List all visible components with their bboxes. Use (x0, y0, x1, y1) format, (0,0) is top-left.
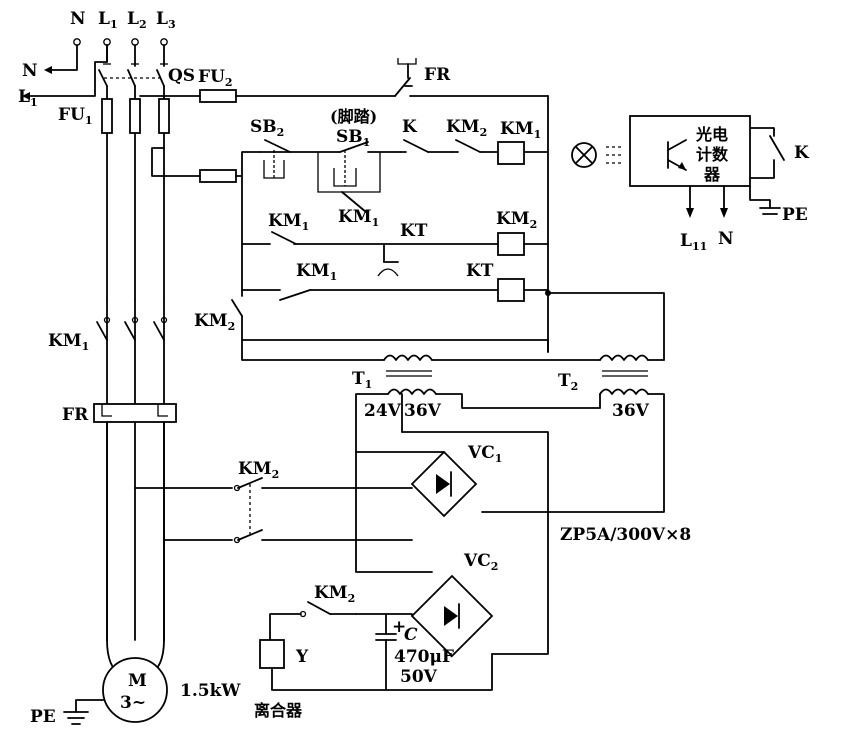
label-km1-nc: KM1 (268, 211, 309, 233)
label-cap-value: 470μF (394, 647, 454, 667)
fr-thermal (93, 403, 177, 423)
label-fr-top: FR (424, 65, 451, 85)
label-km1-no: KM1 (296, 261, 337, 283)
label-motor-m: M (128, 671, 147, 691)
clutch-circuit: KM2 Y + C 470μF 50V 离合器 (254, 583, 493, 720)
label-km2-side: KM2 (194, 311, 235, 333)
label-kt-contact: KT (400, 221, 428, 241)
label-l1: L1 (98, 9, 118, 31)
photo-counter: 光电 计数 器 K PE L11 N (571, 115, 810, 253)
label-cap-plus: + (392, 617, 406, 637)
label-km2-y: KM2 (314, 583, 355, 605)
label-motor-phase: 3~ (120, 693, 146, 713)
label-km1-hold: KM1 (338, 207, 379, 229)
label-l3: L3 (156, 9, 176, 31)
dc-brake-contacts: KM2 (134, 459, 413, 544)
label-pe-motor: PE (30, 707, 56, 727)
label-fu1: FU1 (58, 105, 93, 127)
control-circuit: FU2 FR SB2 (脚踏) SB1 KM1 (139, 58, 665, 361)
label-km2-nc: KM2 (446, 117, 487, 139)
qs-switch: QS (98, 44, 195, 87)
n-tap: N (22, 44, 78, 81)
label-km1-coil: KM1 (500, 119, 541, 141)
label-motor-kw: 1.5kW (180, 681, 241, 701)
rectifier-vc2: VC2 (410, 551, 498, 658)
label-n-counter: N (718, 229, 734, 249)
supply-terminals: N L1 L2 L3 (70, 9, 176, 46)
main-power: KM1 FR (48, 299, 177, 677)
label-counter-1: 光电 (695, 125, 728, 144)
label-fu2: FU2 (198, 67, 233, 89)
label-l11: L11 (680, 231, 707, 253)
label-pe-counter: PE (782, 205, 808, 225)
label-k: K (402, 117, 418, 137)
label-sb1: SB1 (336, 127, 370, 149)
label-sb2: SB2 (250, 117, 284, 139)
transformers: T1 24V 36V T2 36V (352, 354, 665, 655)
label-vc1: VC1 (467, 443, 502, 465)
label-y: Y (295, 647, 309, 667)
label-km2-coil: KM2 (496, 209, 537, 231)
counter-box (629, 115, 751, 187)
clutch-coil-y (259, 639, 285, 669)
label-t1: T1 (352, 369, 372, 391)
label-km2-dc: KM2 (238, 459, 279, 481)
label-counter-2: 计数 (696, 145, 729, 164)
label-l2: L2 (127, 9, 147, 31)
motor-symbol (102, 657, 168, 723)
label-kt-coil: KT (466, 261, 494, 281)
rectifier-vc1: VC1 ZP5A/300V×8 (355, 443, 691, 545)
label-km1-main: KM1 (48, 331, 89, 353)
label-cap-voltage: 50V (400, 667, 438, 687)
motor: M 3~ 1.5kW PE (30, 657, 241, 727)
label-l1-out: L1 (18, 87, 38, 109)
kt-coil (497, 278, 525, 302)
km1-coil (497, 141, 525, 165)
label-t2: T2 (558, 371, 578, 393)
km2-coil (497, 232, 525, 256)
label-k-counter: K (794, 143, 810, 163)
label-qs: QS (168, 66, 195, 86)
label-c: C (404, 625, 418, 645)
label-vc2: VC2 (463, 551, 498, 573)
label-n-out: N (22, 61, 38, 81)
label-36v-b: 36V (612, 401, 650, 421)
label-clutch: 离合器 (254, 701, 303, 720)
label-zp: ZP5A/300V×8 (560, 525, 691, 545)
label-36v-a: 36V (404, 401, 442, 421)
label-counter-3: 器 (703, 165, 721, 184)
label-foot-pedal: (脚踏) (330, 107, 377, 126)
label-24v: 24V (364, 401, 402, 421)
label-fr-main: FR (62, 405, 89, 425)
label-n: N (70, 9, 86, 29)
